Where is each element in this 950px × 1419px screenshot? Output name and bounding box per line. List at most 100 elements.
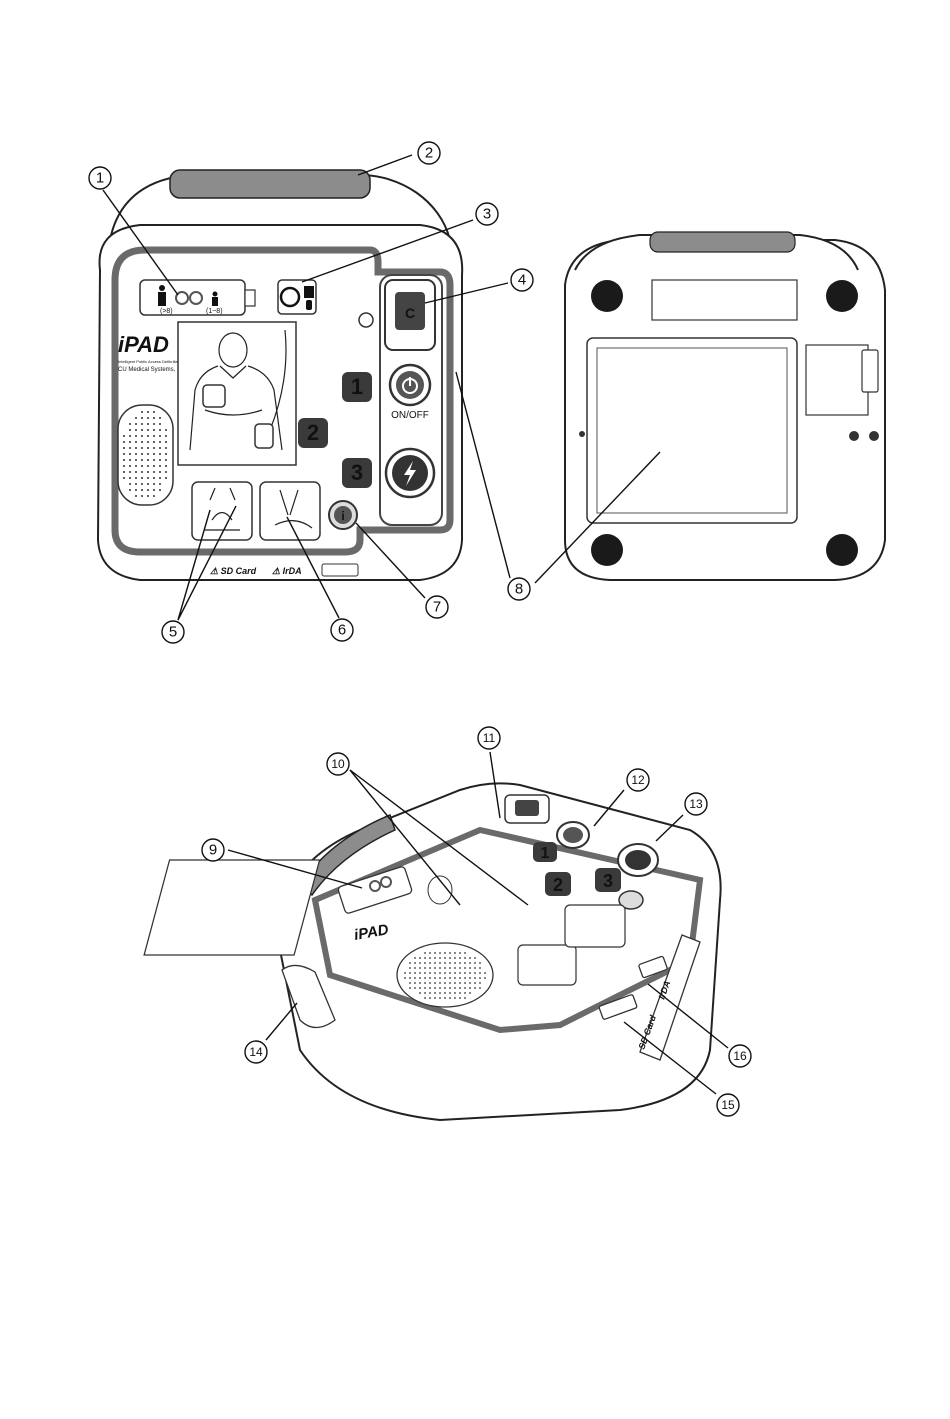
- speaker-hole: [429, 977, 431, 979]
- speaker-hole: [419, 957, 421, 959]
- vent-1: [849, 431, 859, 441]
- child-age-label: (1~8): [206, 308, 223, 315]
- speaker-hole: [474, 967, 476, 969]
- speaker-hole: [141, 471, 143, 473]
- speaker-hole: [454, 977, 456, 979]
- speaker-hole: [484, 972, 486, 974]
- speaker-hole: [129, 477, 131, 479]
- sd-card-text: SD Card: [221, 566, 257, 576]
- speaker-hole: [141, 435, 143, 437]
- speaker-hole: [469, 962, 471, 964]
- speaker-hole: [147, 483, 149, 485]
- speaker-hole: [479, 962, 481, 964]
- foot-top-left: [591, 280, 623, 312]
- pad-1: [203, 385, 225, 407]
- speaker-hole: [129, 441, 131, 443]
- speaker-hole: [129, 465, 131, 467]
- speaker-hole: [434, 957, 436, 959]
- speaker-hole: [424, 992, 426, 994]
- speaker-hole: [459, 987, 461, 989]
- speaker-hole: [135, 465, 137, 467]
- speaker-hole: [459, 967, 461, 969]
- speaker-hole: [469, 982, 471, 984]
- perspective-view: iPAD 2 1 3 SD Card IrDA: [144, 783, 721, 1120]
- speaker-hole: [159, 423, 161, 425]
- speaker-hole: [141, 441, 143, 443]
- leader-14: [266, 1003, 297, 1040]
- persp-pad-image: [144, 860, 319, 955]
- callout-13-label: 13: [689, 797, 703, 811]
- speaker-hole: [454, 992, 456, 994]
- sd-card-label: ⚠ SD Card: [210, 566, 257, 576]
- speaker-hole: [429, 952, 431, 954]
- speaker-hole: [414, 957, 416, 959]
- speaker-hole: [123, 453, 125, 455]
- speaker-hole: [454, 952, 456, 954]
- speaker-hole: [129, 459, 131, 461]
- handle-grip: [170, 170, 370, 198]
- callout-4-label: 4: [518, 272, 526, 289]
- speaker-hole: [439, 952, 441, 954]
- speaker-hole: [135, 447, 137, 449]
- speaker-hole: [454, 957, 456, 959]
- speaker-hole: [147, 417, 149, 419]
- back-handle-grip: [650, 232, 795, 252]
- callout-8-label: 8: [515, 581, 523, 598]
- speaker-hole: [409, 972, 411, 974]
- speaker-hole: [419, 962, 421, 964]
- side-clip: [359, 313, 373, 327]
- brand-subline1: Intelligent Public Access Defibrillator: [118, 359, 183, 364]
- speaker-hole: [141, 447, 143, 449]
- speaker-hole: [429, 992, 431, 994]
- speaker-hole: [469, 972, 471, 974]
- speaker-hole: [449, 957, 451, 959]
- speaker-hole: [165, 447, 167, 449]
- speaker-hole: [449, 952, 451, 954]
- persp-connector-plug: [515, 800, 539, 816]
- cpr-image-2: [260, 482, 320, 540]
- front-view: C 1 ON/OFF 3 i (>8): [98, 170, 462, 580]
- speaker-hole: [129, 489, 131, 491]
- speaker-hole: [165, 471, 167, 473]
- speaker-hole: [449, 962, 451, 964]
- speaker-hole: [409, 977, 411, 979]
- speaker-hole: [135, 483, 137, 485]
- speaker-hole: [159, 453, 161, 455]
- speaker-hole: [153, 435, 155, 437]
- speaker-hole: [479, 972, 481, 974]
- callout-16: 16: [729, 1045, 751, 1067]
- speaker-hole: [454, 987, 456, 989]
- persp-cpr-image-2: [565, 905, 625, 947]
- speaker-hole: [147, 495, 149, 497]
- adult-icon: [158, 285, 166, 306]
- speaker-hole: [419, 972, 421, 974]
- speaker-hole: [459, 992, 461, 994]
- speaker-hole: [419, 992, 421, 994]
- callout-9: 9: [202, 839, 224, 861]
- speaker-hole: [469, 992, 471, 994]
- speaker-hole: [464, 962, 466, 964]
- speaker-hole: [153, 441, 155, 443]
- callout-13: 13: [685, 793, 707, 815]
- speaker-hole: [429, 967, 431, 969]
- speaker-hole: [123, 447, 125, 449]
- speaker-hole: [153, 411, 155, 413]
- selector-knob: [245, 290, 255, 306]
- speaker-hole: [123, 459, 125, 461]
- speaker-hole: [444, 957, 446, 959]
- speaker-hole: [135, 459, 137, 461]
- speaker-hole: [434, 977, 436, 979]
- speaker-hole: [479, 967, 481, 969]
- speaker-hole: [444, 967, 446, 969]
- speaker-hole: [474, 982, 476, 984]
- pad-placement-image: [178, 322, 296, 465]
- speaker-hole: [434, 962, 436, 964]
- speaker-hole: [141, 489, 143, 491]
- speaker-hole: [469, 967, 471, 969]
- speaker-hole: [484, 977, 486, 979]
- persp-step2-number: 2: [553, 875, 563, 895]
- speaker-hole: [449, 967, 451, 969]
- speaker-hole: [129, 447, 131, 449]
- speaker-hole: [439, 992, 441, 994]
- speaker-hole: [449, 992, 451, 994]
